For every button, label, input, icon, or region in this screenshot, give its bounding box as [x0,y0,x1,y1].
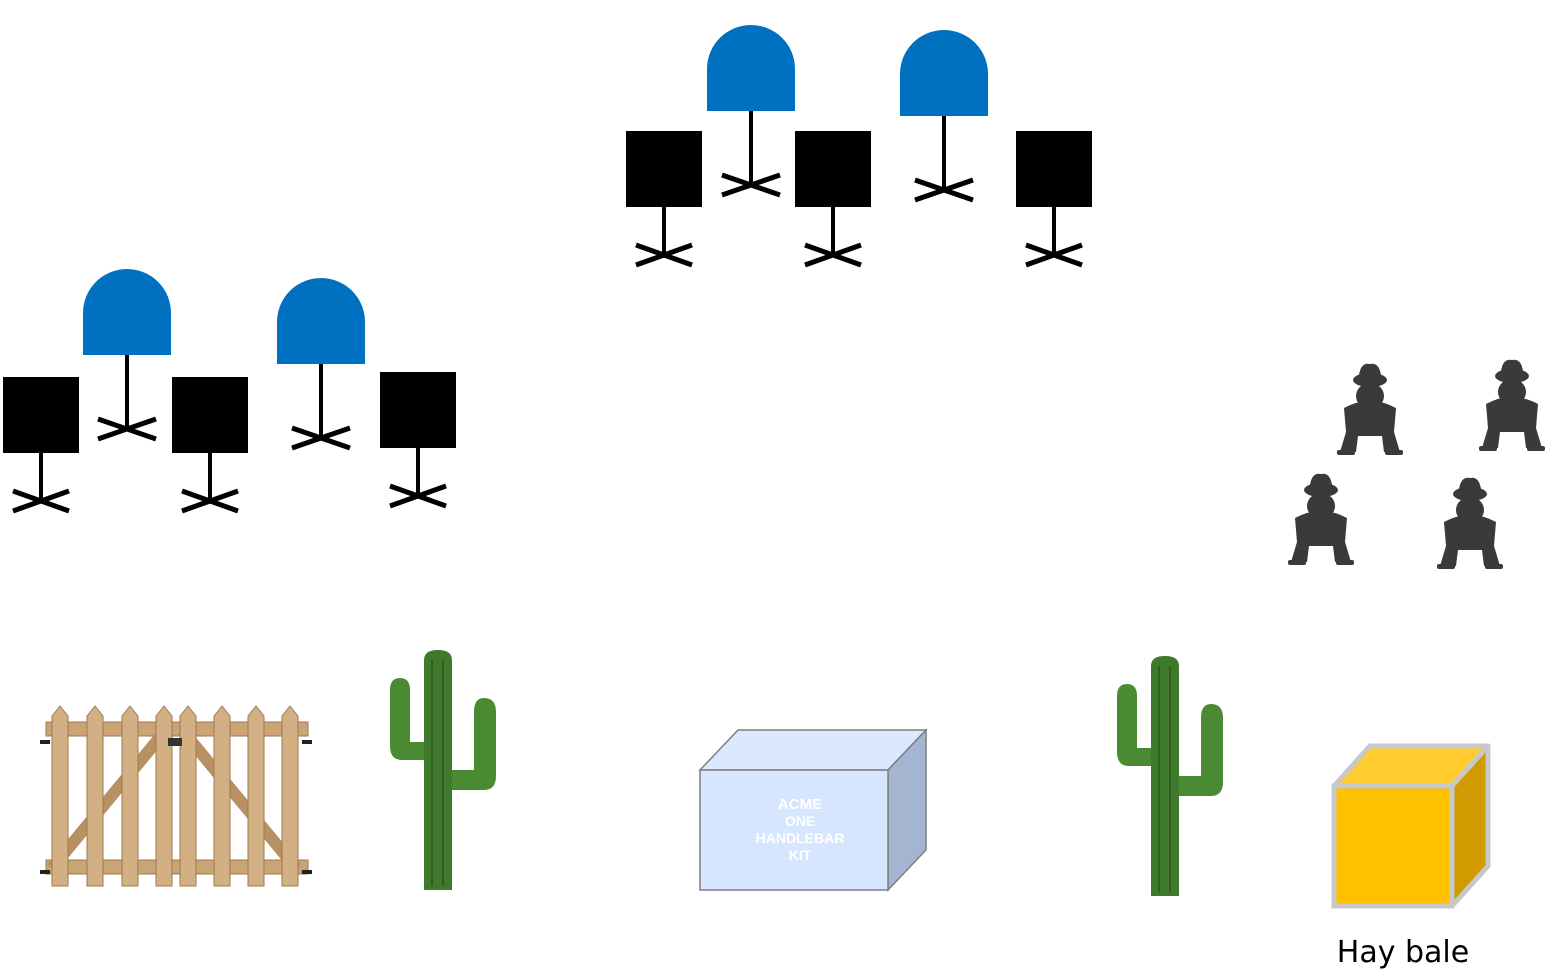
bandit-icon [1479,359,1545,451]
left-stand-group [3,269,456,511]
acme-box-line-1: ACME [778,796,822,813]
music-stand-icon [172,377,248,511]
gate-icon [40,705,312,887]
music-stand-icon [795,131,871,265]
acme-box-line-4: KIT [789,847,812,863]
cactus-icon [389,649,497,891]
bandit-icon [1288,473,1354,565]
music-stand-icon [3,377,79,511]
acme-box-line-2: ONE [785,813,815,829]
music-stand-icon [380,372,456,506]
helmet-icon [900,30,988,200]
acme-box-icon: ACME ONE HANDLEBAR KIT [698,728,928,892]
top-stand-group [626,25,1092,265]
helmet-icon [83,269,171,439]
bandit-icon [1437,477,1503,569]
music-stand-icon [626,131,702,265]
helmet-icon [707,25,795,195]
bandit-group [1288,359,1545,569]
music-stand-icon [1016,131,1092,265]
helmet-icon [277,278,365,448]
bandit-icon [1337,363,1403,455]
acme-box-line-3: HANDLEBAR [756,830,845,846]
cactus-icon [1116,655,1224,897]
hay-bale-caption: Hay bale [1337,935,1469,970]
hay-bale-icon [1331,743,1491,909]
